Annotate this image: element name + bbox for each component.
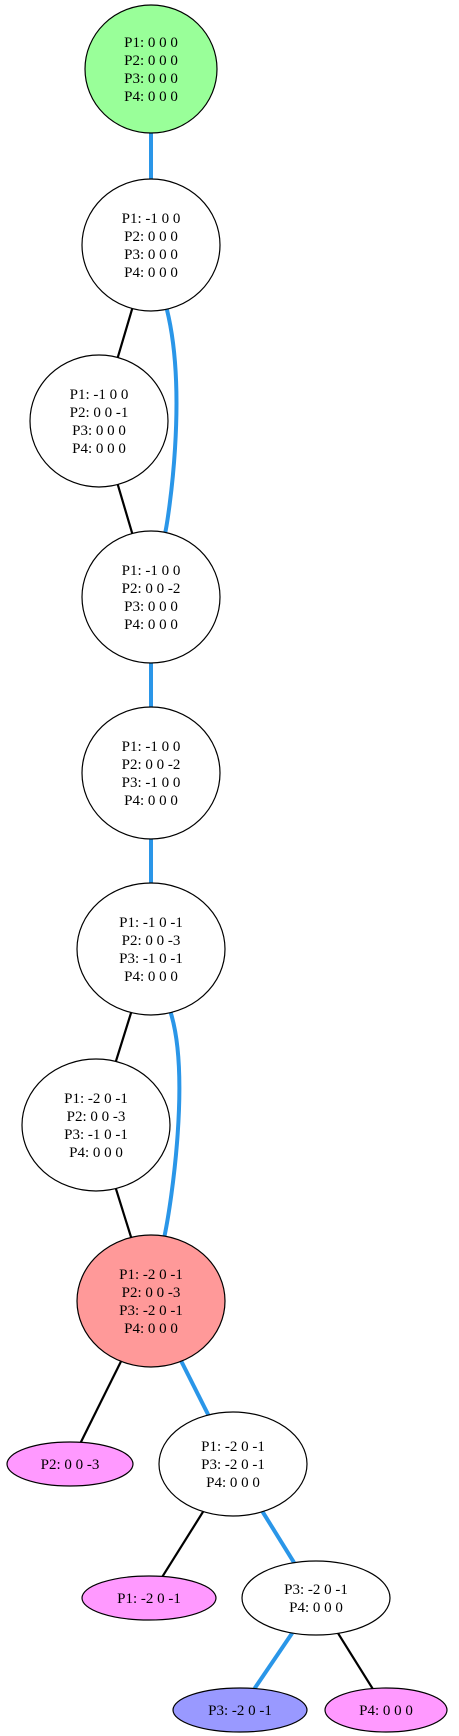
node-label-line: P4: 0 0 0 [124, 793, 178, 809]
node-label-line: P1: -1 0 0 [70, 387, 129, 403]
node-ellipse [324, 1687, 448, 1733]
node-label-line: P4: 0 0 0 [124, 969, 178, 985]
node-label-line: P3: 0 0 0 [124, 71, 178, 87]
node-label-line: P3: 0 0 0 [124, 599, 178, 615]
tree-node-n13: P4: 0 0 0 [324, 1687, 448, 1733]
tree-node-n12: P3: -2 0 -1 [172, 1687, 308, 1733]
node-label-line: P3: -1 0 -1 [119, 951, 183, 967]
tree-node-n2: P1: -1 0 0 P2: 0 0 -1 P3: 0 0 0 P4: 0 0 0 [29, 354, 169, 488]
node-ellipse [76, 1234, 226, 1368]
node-label-line: P4: 0 0 0 [206, 1475, 260, 1491]
node-ellipse [21, 1058, 171, 1192]
node-label-line: P1: -1 0 0 [122, 739, 181, 755]
tree-node-n8: P2: 0 0 -3 [6, 1441, 134, 1487]
node-label-line: P2: 0 0 -3 [67, 1109, 126, 1125]
node-label-line: P3: -2 0 -1 [208, 1703, 272, 1719]
node-label-line: P4: 0 0 0 [359, 1703, 413, 1719]
node-label-line: P1: -1 0 0 [122, 211, 181, 227]
node-label-line: P2: 0 0 -1 [70, 405, 129, 421]
node-label-line: P3: -1 0 0 [122, 775, 181, 791]
node-label-line: P3: -2 0 -1 [201, 1457, 265, 1473]
node-label-line: P4: 0 0 0 [289, 1600, 343, 1616]
node-label-line: P3: -1 0 -1 [64, 1127, 128, 1143]
edge-blue-n11-n12 [252, 1631, 294, 1690]
node-ellipse [6, 1441, 134, 1487]
node-label-line: P1: 0 0 0 [124, 35, 178, 51]
node-label-line: P4: 0 0 0 [72, 441, 126, 457]
node-ellipse [29, 354, 169, 488]
node-label-line: P3: -2 0 -1 [119, 1303, 183, 1319]
edge-blue-n7-n9 [179, 1360, 211, 1416]
node-ellipse [172, 1687, 308, 1733]
edge-blue-n9-n11 [260, 1510, 296, 1564]
node-ellipse [84, 4, 218, 134]
node-label-line: P2: 0 0 -3 [122, 933, 181, 949]
node-label-line: P2: 0 0 0 [124, 53, 178, 69]
tree-node-n6: P1: -2 0 -1 P2: 0 0 -3 P3: -1 0 -1 P4: 0 0 … [21, 1058, 171, 1192]
node-label-line: P1: -1 0 0 [122, 563, 181, 579]
edge-black-n1-n2 [116, 308, 134, 358]
edge-black-n11-n13 [337, 1632, 374, 1690]
tree-node-n10: P1: -2 0 -1 [81, 1575, 217, 1621]
node-label-line: P1: -2 0 -1 [117, 1591, 181, 1607]
edge-blue-n1-n3 [163, 308, 179, 533]
tree-node-n7: P1: -2 0 -1 P2: 0 0 -3 P3: -2 0 -1 P4: 0 0 … [76, 1234, 226, 1368]
edge-black-n2-n3 [116, 484, 134, 534]
nodes-layer: P1: 0 0 0P2: 0 0 0P3: 0 0 0P4: 0 0 0P1: … [6, 4, 448, 1733]
node-label-line: P4: 0 0 0 [69, 1145, 123, 1161]
node-label-line: P2: 0 0 -2 [122, 757, 181, 773]
tree-node-n5: P1: -1 0 -1 P2: 0 0 -3 P3: -1 0 -1 P4: 0 0 … [76, 882, 226, 1016]
node-ellipse [158, 1411, 308, 1517]
node-label-line: P4: 0 0 0 [124, 89, 178, 105]
node-ellipse [76, 882, 226, 1016]
node-ellipse [241, 1560, 391, 1636]
node-label-line: P3: 0 0 0 [72, 423, 126, 439]
node-label-line: P4: 0 0 0 [124, 1321, 178, 1337]
tree-node-n3: P1: -1 0 0 P2: 0 0 -2 P3: 0 0 0 P4: 0 0 0 [81, 530, 221, 664]
node-label-line: P2: 0 0 -3 [122, 1285, 181, 1301]
node-label-line: P1: -2 0 -1 [119, 1267, 183, 1283]
edge-black-n5-n6 [114, 1012, 133, 1062]
tree-node-n0: P1: 0 0 0 P2: 0 0 0 P3: 0 0 0 P4: 0 0 0 [84, 4, 218, 134]
node-label-line: P4: 0 0 0 [124, 265, 178, 281]
node-label-line: P1: -2 0 -1 [201, 1439, 265, 1455]
node-label-line: P2: 0 0 -3 [41, 1457, 100, 1473]
node-label-line: P4: 0 0 0 [124, 617, 178, 633]
node-label-line: P3: 0 0 0 [124, 247, 178, 263]
node-label-line: P1: -1 0 -1 [119, 915, 183, 931]
tree-node-n11: P3: -2 0 -1 P4: 0 0 0 [241, 1560, 391, 1636]
tree-node-n9: P1: -2 0 -1 P3: -2 0 -1 P4: 0 0 0 [158, 1411, 308, 1517]
node-ellipse [81, 530, 221, 664]
tree-node-n4: P1: -1 0 0 P2: 0 0 -2 P3: -1 0 0 P4: 0 0 0 [81, 706, 221, 840]
node-ellipse [81, 706, 221, 840]
edge-black-n9-n10 [161, 1511, 205, 1578]
edges-layer [79, 133, 374, 1690]
node-label-line: P2: 0 0 0 [124, 229, 178, 245]
node-label-line: P3: -2 0 -1 [284, 1582, 348, 1598]
node-ellipse [81, 1575, 217, 1621]
edge-black-n6-n7 [114, 1188, 133, 1238]
node-ellipse [81, 178, 221, 312]
edge-black-n7-n8 [79, 1360, 123, 1443]
node-label-line: P2: 0 0 -2 [122, 581, 181, 597]
tree-node-n1: P1: -1 0 0 P2: 0 0 0 P3: 0 0 0 P4: 0 0 0 [81, 178, 221, 312]
node-label-line: P1: -2 0 -1 [64, 1091, 128, 1107]
edge-blue-n5-n7 [162, 1012, 182, 1237]
